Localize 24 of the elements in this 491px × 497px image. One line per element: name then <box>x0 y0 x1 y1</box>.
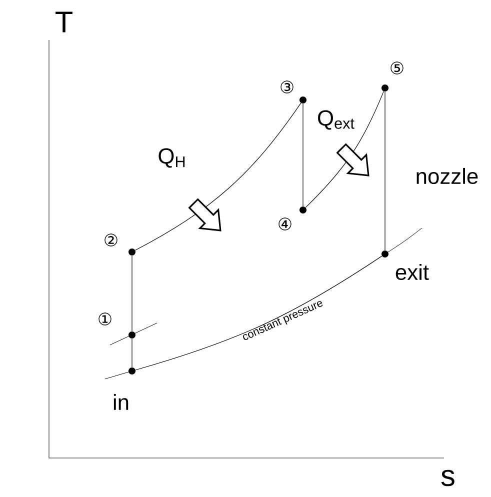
axis-label: T <box>56 12 72 32</box>
state-label: ② <box>104 234 118 246</box>
state-point <box>300 96 306 104</box>
state-label: ③ <box>280 80 294 94</box>
process-line <box>135 256 382 370</box>
state-label: in <box>114 394 128 410</box>
state-point <box>382 84 388 92</box>
state-point <box>300 206 306 214</box>
axis-label: s <box>441 470 454 486</box>
process-line <box>134 102 302 251</box>
state-label: exit <box>396 264 429 280</box>
edge-label: nozzle <box>416 168 478 184</box>
state-label: ⑤ <box>390 62 404 74</box>
state-point <box>128 332 136 338</box>
heat-label: Q$_{H}$ <box>158 148 185 168</box>
state-point <box>128 248 136 256</box>
heat-label: Q$_{ext}$ <box>318 110 354 130</box>
process-line <box>305 91 384 208</box>
state-point <box>382 250 388 258</box>
state-label: ④ <box>278 218 292 230</box>
process-line <box>384 91 386 251</box>
process-line <box>302 103 304 207</box>
state-label: ① <box>98 312 112 326</box>
state-point <box>128 368 136 374</box>
